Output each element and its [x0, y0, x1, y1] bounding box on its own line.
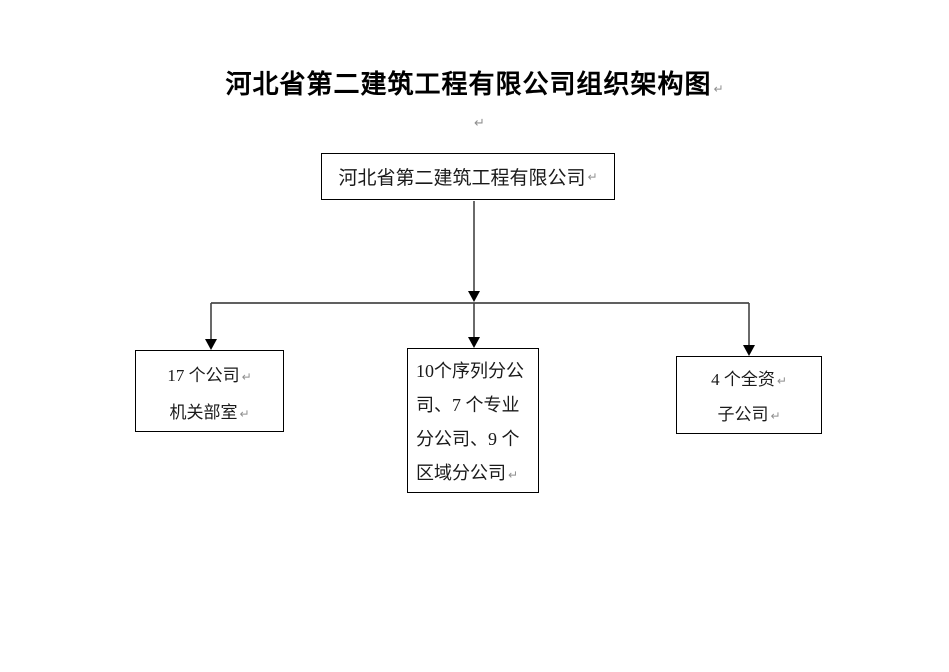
org-box-line: 司、7 个专业 [416, 388, 536, 422]
org-box-line-text: 17 个公司 [167, 366, 240, 385]
page-title-text: 河北省第二建筑工程有限公司组织架构图 [225, 69, 712, 99]
paragraph-mark-icon: ↵ [770, 409, 781, 423]
paragraph-mark-icon: ↵ [713, 82, 724, 96]
empty-paragraph-mark-icon: ↵ [474, 116, 485, 131]
org-box-line-text: 10个序列分公 [416, 361, 524, 381]
org-box-line-text: 分公司、9 个 [416, 429, 520, 449]
arrowhead-root-icon [468, 291, 480, 302]
arrowhead-left-icon [205, 339, 217, 350]
org-box-branch-companies[interactable]: 10个序列分公 司、7 个专业 分公司、9 个 区域分公司↵ [407, 348, 539, 493]
arrowhead-right-icon [743, 345, 755, 356]
arrowhead-middle-icon [468, 337, 480, 348]
paragraph-mark-icon: ↵ [776, 374, 787, 388]
org-box-line-text: 司、7 个专业 [416, 395, 520, 415]
org-box-line-text: 机关部室 [169, 403, 238, 422]
org-box-company-offices[interactable]: 17 个公司↵ 机关部室↵ [135, 350, 284, 432]
org-box-line: 分公司、9 个 [416, 422, 536, 456]
paragraph-mark-icon: ↵ [239, 407, 250, 421]
org-box-line: 10个序列分公 [416, 354, 536, 388]
paragraph-mark-icon: ↵ [587, 169, 598, 184]
org-box-line: 子公司↵ [677, 398, 821, 433]
org-box-line: 4 个全资↵ [677, 363, 821, 398]
org-box-root-label: 河北省第二建筑工程有限公司 [338, 168, 586, 189]
page-title: 河北省第二建筑工程有限公司组织架构图↵ [0, 64, 949, 101]
org-box-line: 区域分公司↵ [416, 456, 536, 492]
paragraph-mark-icon: ↵ [241, 370, 252, 384]
org-box-line: 17 个公司↵ [136, 358, 283, 395]
org-box-line-text: 子公司 [717, 405, 769, 424]
paragraph-mark-icon: ↵ [508, 468, 519, 482]
org-box-line-text: 4 个全资 [711, 370, 775, 389]
org-box-line: 机关部室↵ [136, 395, 283, 432]
org-box-subsidiaries[interactable]: 4 个全资↵ 子公司↵ [676, 356, 822, 434]
org-box-root[interactable]: 河北省第二建筑工程有限公司↵ [321, 153, 615, 200]
org-box-line-text: 区域分公司 [416, 463, 506, 483]
